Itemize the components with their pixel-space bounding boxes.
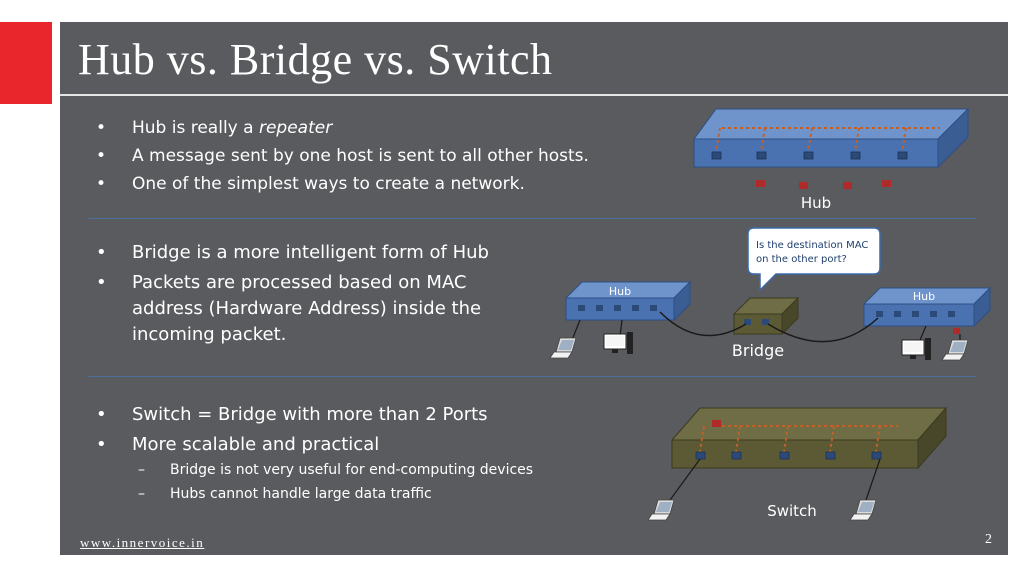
title-underline [60,94,1008,96]
bullet-item: One of the simplest ways to create a net… [88,170,589,198]
bullet-item: Hub is really a repeater [88,114,589,142]
bullet-item: Packets are processed based on MAC addre… [88,270,508,348]
section-divider [88,218,976,219]
bullet-text: More scalable and practical [132,434,380,455]
hub-bullets: Hub is really a repeater A message sent … [88,114,589,198]
accent-red-block [0,22,52,104]
bullet-text: A message sent by one host is sent to al… [132,146,589,166]
footer-website[interactable]: www.innervoice.in [80,535,205,550]
bullet-text: Switch = Bridge with more than 2 Ports [132,404,488,425]
section-divider [88,376,976,377]
bullet-text: Bridge is a more intelligent form of Hub [132,242,489,263]
switch-diagram-label: Switch [767,502,817,520]
switch-sub-bullets: Bridge is not very useful for end-comput… [132,458,533,506]
bullet-text: Hub is really a [132,118,259,138]
bullet-item: A message sent by one host is sent to al… [88,142,589,170]
page-number: 2 [985,532,992,547]
bridge-diagram-label: Bridge [732,341,784,360]
callout-text: Is the destination MAC [756,240,868,251]
bullet-text: One of the simplest ways to create a net… [132,174,525,194]
right-hub-label: Hub [913,290,935,303]
bullet-item: More scalable and practical [88,430,488,460]
bullet-text: Hubs cannot handle large data traffic [170,486,432,502]
bullet-emphasis: repeater [258,118,333,138]
laptop-icon [941,339,969,361]
bullet-item: Switch = Bridge with more than 2 Ports [88,400,488,430]
laptop-icon [849,499,877,521]
laptop-icon [549,337,577,359]
network-diagrams: Hub Is the destination MAC on the other … [549,107,992,521]
switch-device: Switch [647,406,948,521]
bullet-text: Bridge is not very useful for end-comput… [170,462,534,478]
switch-bullets: Switch = Bridge with more than 2 Ports M… [88,400,488,460]
speech-bubble [747,227,881,292]
bridge-diagram: Is the destination MAC on the other port… [549,227,992,361]
slide: Hub vs. Bridge vs. Switch Hub is really … [60,22,1008,555]
sub-bullet-item: Hubs cannot handle large data traffic [132,482,533,506]
sub-bullet-item: Bridge is not very useful for end-comput… [132,458,533,482]
callout-text: on the other port? [756,254,847,265]
laptop-icon [647,499,675,521]
desktop-icon [603,331,634,355]
left-hub-label: Hub [609,285,631,298]
bullet-item: Bridge is a more intelligent form of Hub [88,240,508,266]
bullet-text: Packets are processed based on MAC addre… [132,272,482,345]
bridge-bullets: Bridge is a more intelligent form of Hub… [88,240,508,352]
desktop-icon [901,337,932,361]
hub-device: Hub [693,107,970,212]
slide-title: Hub vs. Bridge vs. Switch [78,35,553,84]
hub-diagram-label: Hub [801,194,831,212]
